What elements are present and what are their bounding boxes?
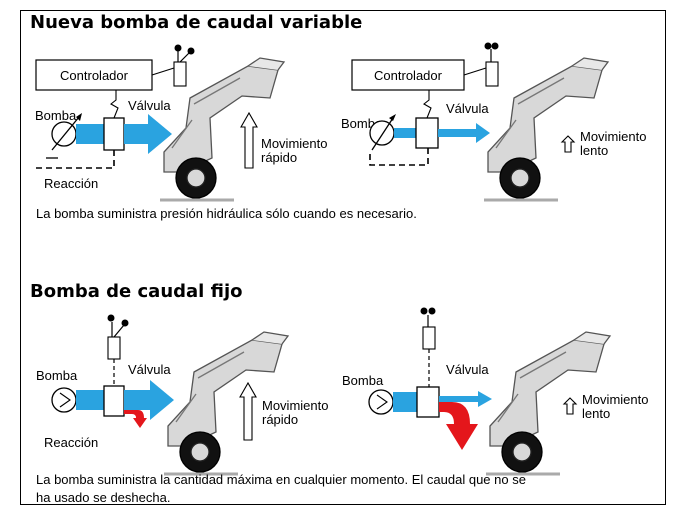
pump-icon <box>368 389 394 415</box>
movement-label-speed: rápido <box>262 412 298 427</box>
fast-movement-arrow <box>239 381 257 441</box>
feedback-line <box>34 150 115 169</box>
fast-movement-arrow <box>240 111 258 169</box>
valve-label: Válvula <box>446 101 489 116</box>
lever-knob <box>121 319 129 327</box>
variable-caption: La bomba suministra presión hidráulica s… <box>36 206 417 221</box>
controller-box <box>35 59 153 91</box>
feedback-label: Reacción <box>44 435 98 450</box>
valve-signal-wire <box>423 90 432 119</box>
flow-arrow <box>124 114 172 154</box>
lever-knob <box>428 307 436 315</box>
lever-base <box>107 336 121 360</box>
valve-label: Válvula <box>128 362 171 377</box>
pump-label: Bomba <box>35 108 77 123</box>
valve-label: Válvula <box>446 362 489 377</box>
variable-left-diagram: Controlador Bomba Válvula Reacción Movim… <box>34 44 327 202</box>
slow-movement-arrow <box>562 397 578 415</box>
lever-knob <box>420 307 428 315</box>
flow-arrow <box>438 123 490 143</box>
movement-label: Movimiento <box>262 398 328 413</box>
valve-label: Válvula <box>128 98 171 113</box>
flow-pipe <box>76 124 104 144</box>
signal-wire <box>463 67 487 76</box>
fixed-right-diagram: Bomba Válvula Movimiento lento <box>342 307 648 476</box>
pump-icon <box>51 387 77 413</box>
movement-label: Movimiento <box>261 136 327 151</box>
controller-box <box>351 59 465 91</box>
fixed-pump-title: Bomba de caudal fijo <box>30 281 243 302</box>
variable-arrow-icon <box>371 117 394 151</box>
valve-box <box>416 386 440 418</box>
variable-right-diagram: Controlador Bomba Válvula Movimiento len… <box>341 42 646 202</box>
waste-flow-arrow <box>439 402 478 450</box>
movement-label-speed: lento <box>580 143 608 158</box>
valve-box <box>415 117 439 149</box>
flow-pipe <box>393 392 417 412</box>
flow-arrow <box>439 391 492 407</box>
flow-pipe <box>394 128 416 138</box>
lever-base <box>422 326 436 350</box>
fixed-left-diagram: Bomba Válvula Reacción Movimiento rápido <box>36 314 328 476</box>
slow-movement-arrow <box>560 135 576 153</box>
feedback-label: Reacción <box>44 176 98 191</box>
lever-knob <box>484 42 492 50</box>
controller-label: Controlador <box>60 68 129 83</box>
signal-wire <box>151 67 175 76</box>
movement-label: Movimiento <box>580 129 646 144</box>
lever-knob <box>174 44 182 52</box>
movement-label-speed: lento <box>582 406 610 421</box>
pump-label: Bomba <box>342 373 384 388</box>
lever-base <box>173 61 187 87</box>
lever-knob <box>491 42 499 50</box>
pump-icon <box>369 120 395 146</box>
valve-signal-wire <box>110 90 119 119</box>
flow-pipe <box>76 390 104 410</box>
variable-pump-title: Nueva bomba de caudal variable <box>30 12 363 33</box>
diagram-frame <box>20 10 666 505</box>
fixed-caption-line-1: La bomba suministra la cantidad máxima e… <box>36 472 526 487</box>
movement-label-speed: rápido <box>261 150 297 165</box>
valve-box <box>103 117 125 151</box>
fixed-caption-line-2: ha usado se deshecha. <box>36 490 171 505</box>
lever-knob <box>187 47 195 55</box>
controller-label: Controlador <box>374 68 443 83</box>
lever-knob <box>107 314 115 322</box>
movement-label: Movimiento <box>582 392 648 407</box>
valve-box <box>103 385 125 417</box>
waste-flow-arrow <box>124 410 147 428</box>
lever-base <box>485 61 499 87</box>
variable-arrow-icon <box>51 116 80 151</box>
pump-label: Bomba <box>36 368 78 383</box>
feedback-line <box>369 148 429 166</box>
